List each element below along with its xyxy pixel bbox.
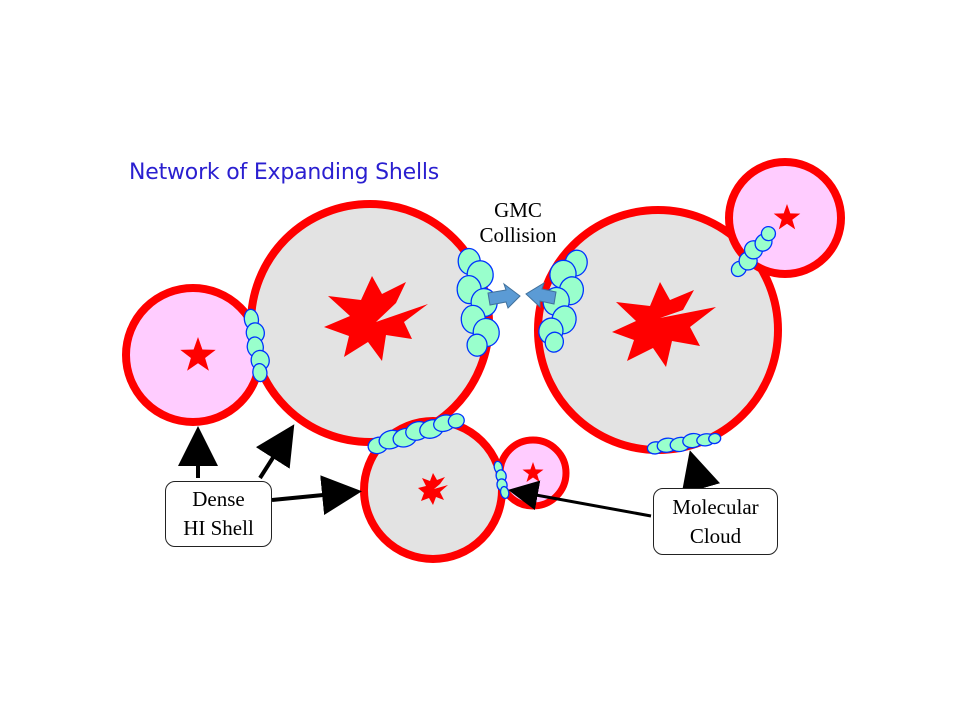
star-icon (522, 462, 544, 482)
callout-line1: Molecular (672, 494, 759, 519)
large-bubble-left (247, 200, 493, 446)
collision-arrows (487, 281, 557, 309)
dense-hi-shell-callout: Dense HI Shell (165, 481, 272, 547)
explosion-icon (418, 473, 448, 505)
arrow-left-icon (525, 281, 557, 309)
pointer-arrow (255, 424, 295, 480)
callout-line2: HI Shell (183, 516, 254, 540)
explosion-icon (324, 276, 428, 361)
small-bubble-left (122, 284, 264, 426)
gmc-label-line1: GMC (494, 198, 542, 222)
star-icon (773, 204, 801, 230)
callout-line2: Cloud (689, 523, 742, 548)
pointer-arrow (681, 450, 721, 495)
molecular-cloud-callout: Molecular Cloud (653, 488, 778, 555)
small-bubble-bottom (496, 436, 570, 510)
star-icon (180, 337, 216, 371)
pointer-arrow (271, 475, 362, 516)
arrow-right-icon (487, 282, 521, 309)
gmc-collision-label: GMC Collision (468, 198, 568, 248)
explosion-icon (612, 282, 716, 367)
pointer-arrows (178, 424, 721, 518)
gmc-label-line2: Collision (479, 223, 557, 247)
callout-line1: Dense (192, 487, 245, 511)
diagram-title: Network of Expanding Shells (129, 160, 440, 185)
pointer-arrow (508, 480, 652, 518)
